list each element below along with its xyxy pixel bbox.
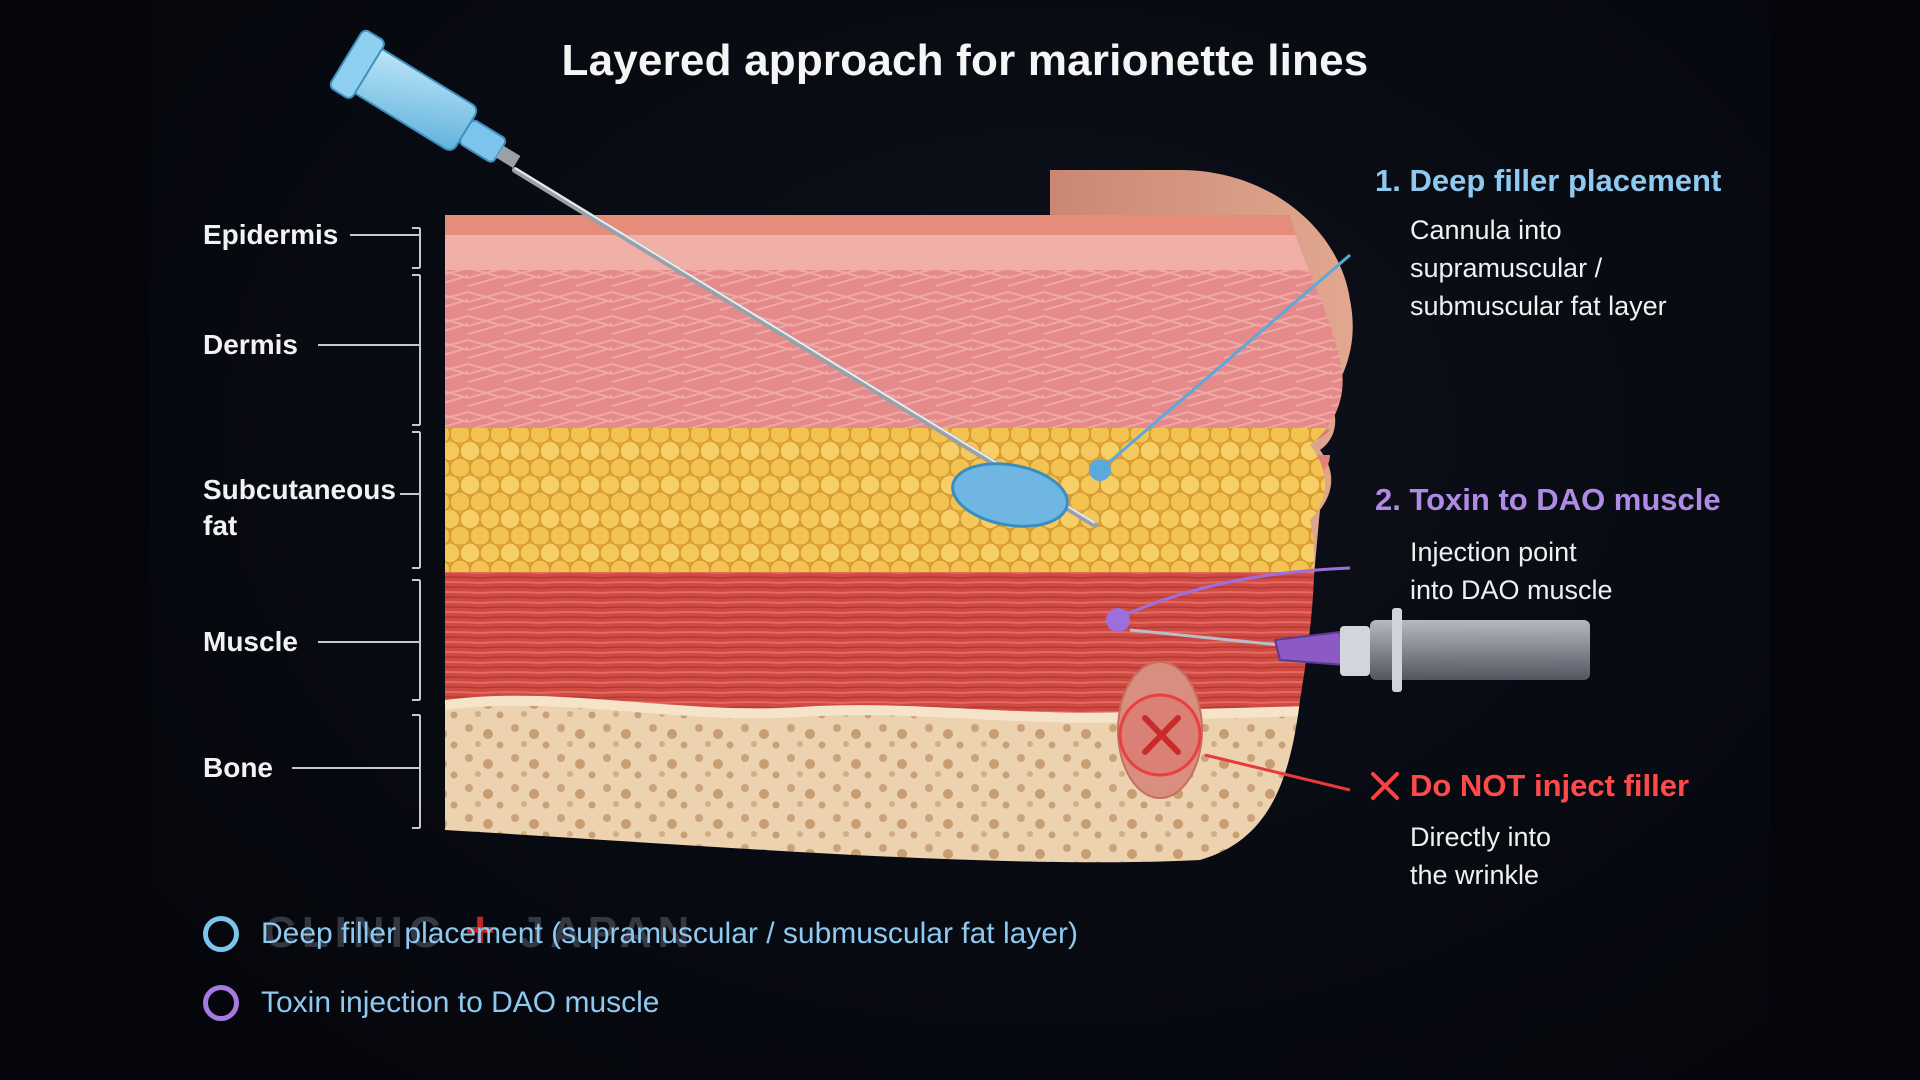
epidermis-layer bbox=[445, 215, 1343, 235]
fat-layer bbox=[445, 428, 1343, 573]
toxin-point-marker bbox=[1106, 608, 1130, 632]
diagram-title: Layered approach for marionette lines bbox=[561, 36, 1369, 85]
label-subcutaneous-fat: Subcutaneous fat bbox=[203, 474, 396, 541]
label-muscle: Muscle bbox=[203, 626, 298, 657]
bone-layer bbox=[445, 700, 1343, 863]
callout-deep-filler-heading: 1. Deep filler placement bbox=[1375, 163, 1722, 198]
label-bone: Bone bbox=[203, 752, 273, 783]
legend-circle-blue bbox=[203, 916, 239, 952]
watermark-cross: + bbox=[464, 901, 502, 959]
x-mark-icon bbox=[1142, 715, 1181, 755]
filler-bolus-icon bbox=[951, 462, 1069, 528]
callout-toxin-body: Injection point into DAO muscle bbox=[1410, 537, 1613, 605]
legend-label-deep-filler: Deep filler placement (supramuscular / s… bbox=[261, 917, 1078, 950]
legend-circle-purple bbox=[203, 985, 239, 1021]
warning-x-icon bbox=[1371, 772, 1399, 800]
callout-toxin-heading: 2. Toxin to DAO muscle bbox=[1375, 482, 1721, 517]
legend-item-deep-filler: Deep filler placement (supramuscular / s… bbox=[203, 916, 1078, 952]
layer-brackets bbox=[292, 227, 421, 829]
epidermis-upper bbox=[445, 235, 1343, 270]
legend-label-toxin: Toxin injection to DAO muscle bbox=[261, 986, 660, 1019]
legend-item-toxin: Toxin injection to DAO muscle bbox=[203, 985, 660, 1021]
label-epidermis: Epidermis bbox=[203, 219, 339, 250]
tissue-cross-section bbox=[445, 215, 1343, 863]
callout-do-not-heading: Do NOT inject filler bbox=[1410, 768, 1690, 803]
watermark: CLINIC + JAPAN bbox=[264, 900, 695, 960]
label-dermis: Dermis bbox=[203, 329, 298, 360]
syringe-icon bbox=[1129, 608, 1590, 692]
watermark-right: JAPAN bbox=[519, 908, 696, 957]
watermark-left: CLINIC bbox=[264, 908, 447, 957]
callout-connectors bbox=[1089, 253, 1351, 792]
filler-point-marker bbox=[1089, 459, 1111, 481]
callout-deep-filler-body: Cannula into supramuscular / submuscular… bbox=[1410, 215, 1667, 321]
callout-do-not-body: Directly into the wrinkle bbox=[1410, 822, 1552, 890]
